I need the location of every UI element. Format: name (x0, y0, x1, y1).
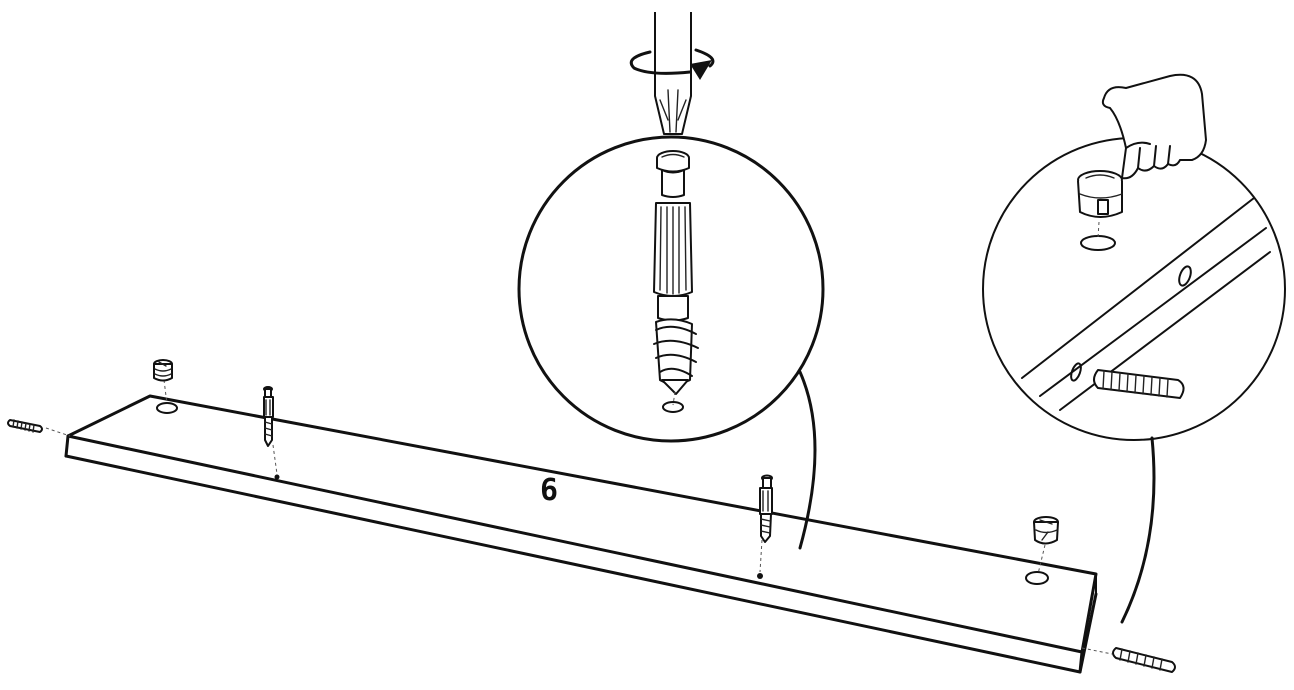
panel-number-label: 6 (540, 473, 558, 508)
board-panel: 6 (64, 394, 1098, 674)
cam-hole-left (156, 402, 178, 414)
dowel-right (1112, 647, 1176, 673)
dowel-left (7, 419, 43, 433)
detail-circle-bolt (517, 12, 825, 550)
bolt-hole-left (274, 474, 280, 480)
leader-line-bolt (798, 370, 817, 550)
board-top-face (67, 395, 1097, 653)
detail-circle-cam-outline (982, 137, 1286, 441)
leader-line-cam (1120, 436, 1156, 624)
cam-lock-left (153, 359, 173, 382)
cam-bolt-left (263, 386, 274, 447)
alignment-lines (45, 379, 1113, 655)
rotation-arrow-icon (629, 48, 715, 80)
cam-bolt-right (759, 474, 773, 543)
hand-pointer-icon (1101, 73, 1207, 180)
board-holes (156, 402, 1049, 585)
detail-circle-bolt-outline (517, 135, 825, 443)
cam-lock-right (1033, 516, 1059, 545)
cam-hole-right (1025, 571, 1049, 585)
bolt-hole-right (757, 573, 763, 579)
detail-circle-cam (982, 73, 1286, 624)
